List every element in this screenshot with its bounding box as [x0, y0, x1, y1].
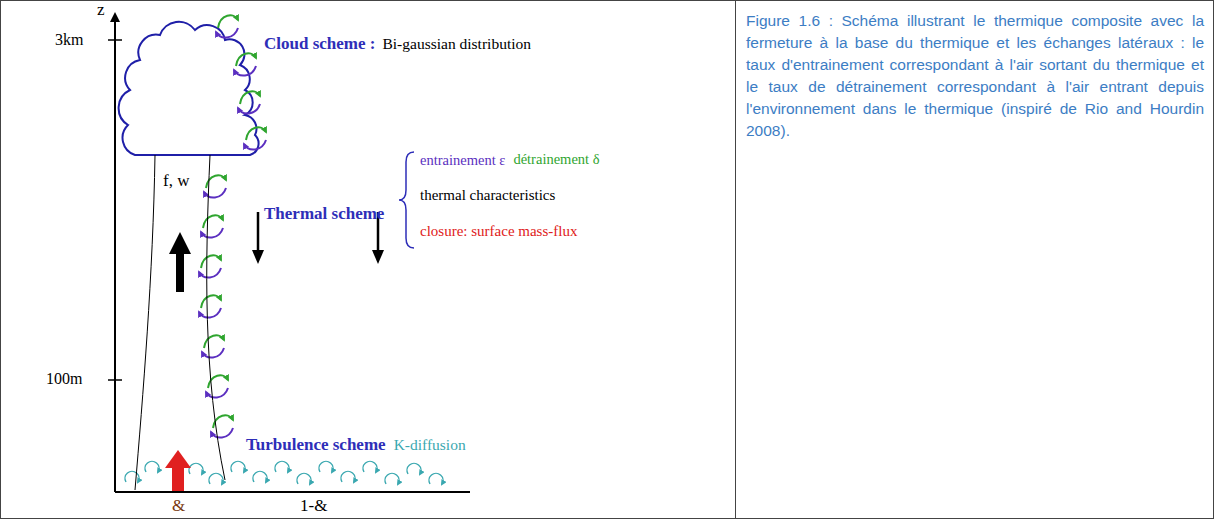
scheme-description: Bi-gaussian distribution	[382, 35, 531, 54]
plume-variables: f, w	[163, 171, 189, 191]
thermal-plume: f, w	[125, 155, 235, 490]
height-label: 100m	[46, 369, 82, 388]
fraction-label: &	[172, 496, 185, 516]
panel-divider	[735, 0, 736, 519]
scheme-item: thermal characteristics	[420, 186, 555, 204]
height-label: 3km	[55, 30, 83, 49]
figure-caption: Figure 1.6 : Schéma illustrant le thermi…	[746, 10, 1204, 142]
scheme-title: Turbulence scheme	[246, 435, 386, 455]
detrainment-label: détrainement δ	[513, 151, 599, 168]
closure-label: closure: surface mass-flux	[420, 222, 577, 240]
entrainment-label: entrainement ε	[420, 152, 505, 169]
scheme-title: Thermal scheme	[264, 204, 384, 224]
scheme-title: Cloud scheme :	[264, 34, 375, 54]
axis-label: z	[97, 0, 105, 20]
plume-outline	[125, 155, 235, 490]
fraction-label: 1-&	[300, 496, 327, 516]
scheme-description: K-diffusion	[394, 436, 466, 455]
